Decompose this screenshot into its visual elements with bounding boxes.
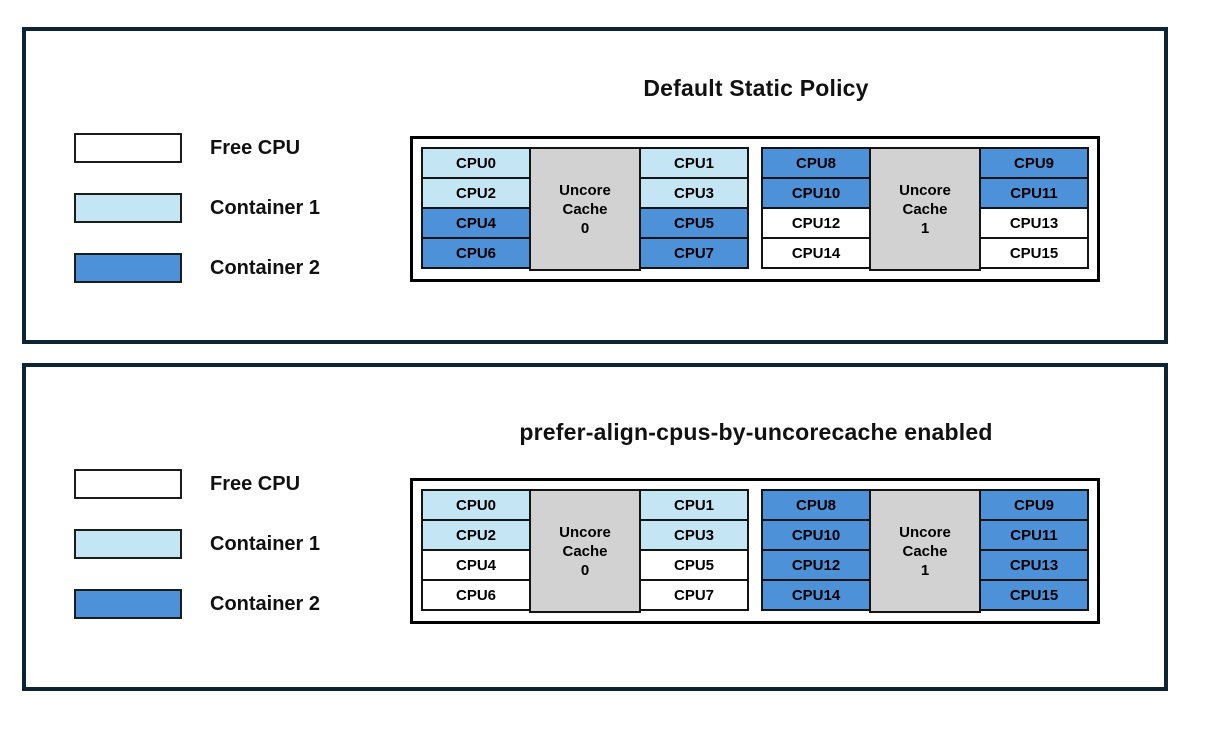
cpu-cell: CPU1 — [639, 147, 749, 179]
cpu-cell: CPU6 — [421, 579, 531, 611]
cpu-cell: CPU11 — [979, 519, 1089, 551]
cache-label-line: 0 — [580, 561, 590, 579]
cpu-cell: CPU14 — [761, 579, 871, 611]
cpu-cell: CPU0 — [421, 147, 531, 179]
cache-label-line: Uncore — [899, 523, 951, 541]
cpu-cell: CPU12 — [761, 207, 871, 239]
free-cpu-swatch — [74, 133, 182, 163]
cpu-cell: CPU4 — [421, 207, 531, 239]
legend-label: Container 2 — [210, 256, 321, 279]
cache-label-line: Uncore — [559, 181, 611, 199]
cpu-cell: CPU4 — [421, 549, 531, 581]
cpu-cell: CPU14 — [761, 237, 871, 269]
legend-label: Container 2 — [210, 592, 321, 615]
cache-label-line: 1 — [920, 561, 930, 579]
legend-label: Container 1 — [210, 196, 321, 219]
cpu-cell: CPU3 — [639, 177, 749, 209]
page-title: Default Static Policy — [643, 75, 869, 101]
container-2-swatch — [74, 589, 182, 619]
legend-label: Free CPU — [210, 472, 301, 495]
cpu-cell: CPU10 — [761, 177, 871, 209]
container-1-swatch — [74, 529, 182, 559]
cache-label-line: 0 — [580, 219, 590, 237]
cache-label-line: Uncore — [559, 523, 611, 541]
legend-item-container-1: Container 1 — [74, 528, 394, 560]
cpu-cell: CPU8 — [761, 147, 871, 179]
cache-label-line: Cache — [562, 542, 608, 560]
cpu-cell: CPU15 — [979, 237, 1089, 269]
cpu-cell: CPU7 — [639, 579, 749, 611]
cpu-cell: CPU13 — [979, 207, 1089, 239]
cpu-cell: CPU10 — [761, 519, 871, 551]
legend-label: Container 1 — [210, 532, 321, 555]
cache-label-line: Cache — [902, 542, 948, 560]
page-title: prefer-align-cpus-by-uncorecache enabled — [519, 419, 993, 445]
cpu-cell: CPU7 — [639, 237, 749, 269]
cache-label-line: Uncore — [899, 181, 951, 199]
cpu-cell: CPU1 — [639, 489, 749, 521]
cpu-cell: CPU9 — [979, 147, 1089, 179]
legend-item-container-2: Container 2 — [74, 588, 394, 620]
cpu-cell: CPU9 — [979, 489, 1089, 521]
container-1-swatch — [74, 193, 182, 223]
cpu-cell: CPU2 — [421, 519, 531, 551]
panel-prefer-align-uncorecache: prefer-align-cpus-by-uncorecache enabled… — [22, 363, 1168, 691]
panel-default-static-policy: Default Static Policy Free CPU Container… — [22, 27, 1168, 344]
legend-item-free-cpu: Free CPU — [74, 468, 394, 500]
legend-item-container-1: Container 1 — [74, 192, 394, 224]
cache-label-line: 1 — [920, 219, 930, 237]
cpu-cell: CPU6 — [421, 237, 531, 269]
cache-label-line: Cache — [562, 200, 608, 218]
cpu-cell: CPU5 — [639, 207, 749, 239]
cpu-cell: CPU3 — [639, 519, 749, 551]
cpu-cell: CPU13 — [979, 549, 1089, 581]
cpu-cell: CPU0 — [421, 489, 531, 521]
cpu-cell: CPU8 — [761, 489, 871, 521]
legend-item-free-cpu: Free CPU — [74, 132, 394, 164]
cpu-cell: CPU2 — [421, 177, 531, 209]
cpu-cell: CPU15 — [979, 579, 1089, 611]
legend: Free CPU Container 1 Container 2 — [74, 468, 394, 648]
cache-label-line: Cache — [902, 200, 948, 218]
cpu-cell: CPU5 — [639, 549, 749, 581]
free-cpu-swatch — [74, 469, 182, 499]
legend-label: Free CPU — [210, 136, 301, 159]
cpu-cell: CPU11 — [979, 177, 1089, 209]
cpu-cell: CPU12 — [761, 549, 871, 581]
container-2-swatch — [74, 253, 182, 283]
legend-item-container-2: Container 2 — [74, 252, 394, 284]
legend: Free CPU Container 1 Container 2 — [74, 132, 394, 312]
